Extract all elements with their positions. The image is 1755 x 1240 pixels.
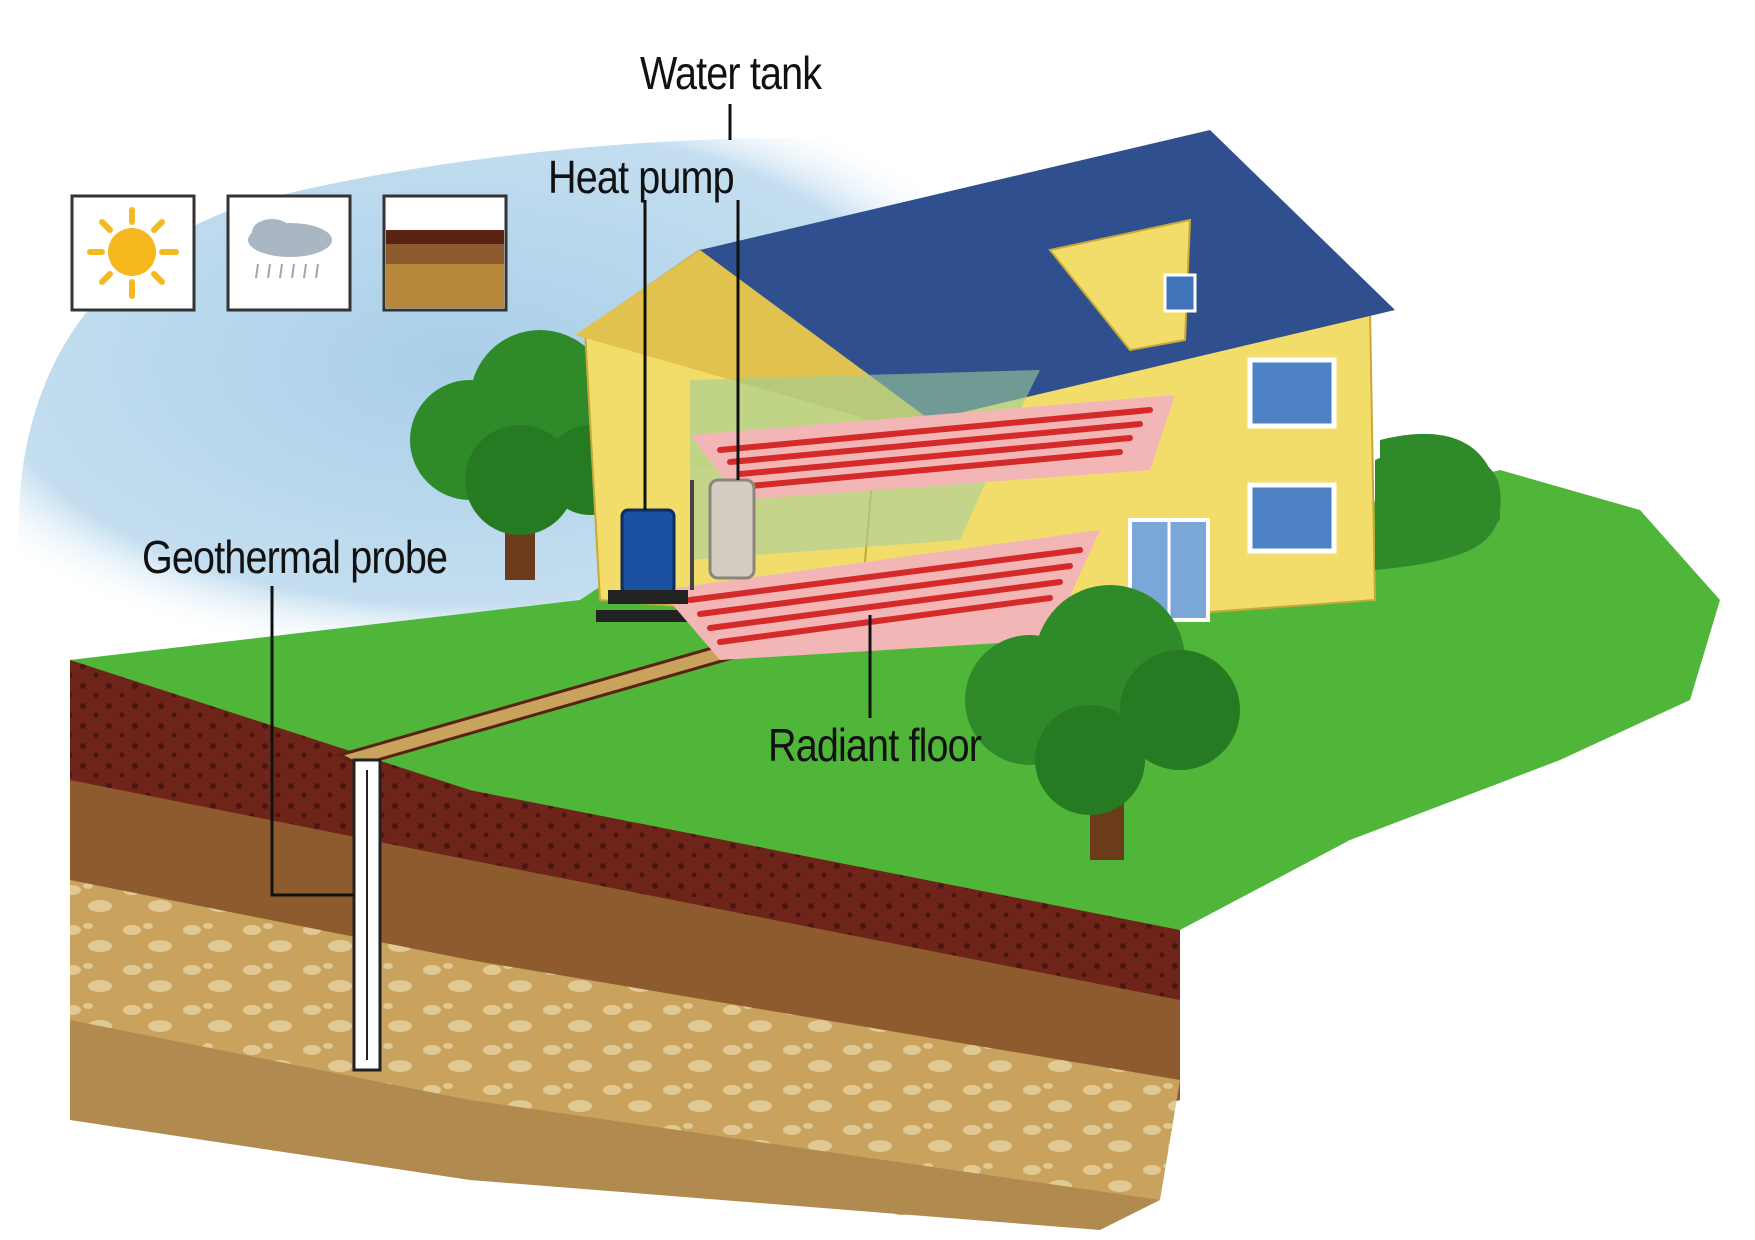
water-tank-label: Water tank: [640, 47, 822, 99]
soil-layers-icon: [382, 194, 508, 312]
leader-lines: [270, 104, 872, 897]
soil-cross-section: [70, 660, 1180, 1230]
sun-icon: [70, 194, 196, 312]
tree-front: [965, 585, 1240, 860]
heat-pump: [608, 508, 688, 604]
heat-pump-label: Heat pump: [548, 151, 735, 203]
geothermal-probe-label: Geothermal probe: [142, 531, 448, 583]
hedge: [1375, 448, 1501, 570]
rain-cloud-icon: [226, 194, 352, 312]
water-tank: [690, 478, 756, 590]
radiant-floor-lower: [660, 530, 1100, 660]
radiant-floor-label: Radiant floor: [768, 719, 982, 771]
radiant-floor-upper: [690, 395, 1175, 500]
